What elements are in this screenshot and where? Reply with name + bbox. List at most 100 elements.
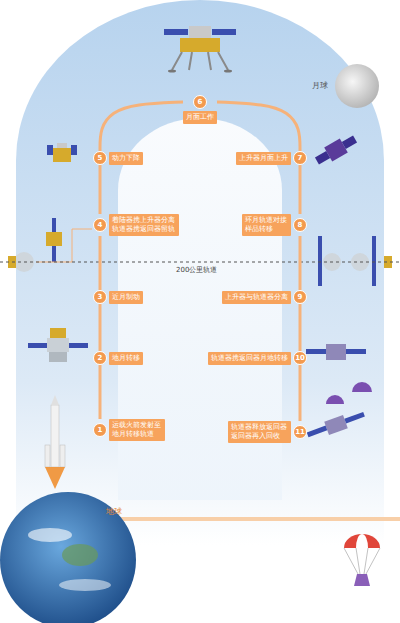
spacecraft-body: [46, 232, 62, 246]
step-label: 着陆器携上升器分离 轨道器携返回器留轨: [109, 214, 179, 236]
step-node: 3近月制动: [93, 290, 143, 304]
return-illustration: [306, 344, 366, 360]
step-node: 9上升器与轨道器分离: [222, 290, 307, 304]
solar-panel: [372, 236, 376, 286]
step-number: 4: [93, 218, 107, 232]
solar-panel: [346, 349, 366, 354]
solar-panel: [306, 349, 326, 354]
leader-bracket: [36, 229, 92, 262]
docking-illustration: [318, 236, 392, 286]
spacecraft-body: [50, 328, 66, 338]
separation-illustration: [8, 218, 92, 272]
foot-pad: [168, 70, 176, 73]
orbit-line: [0, 262, 400, 263]
transfer-illustration: [28, 328, 88, 362]
step-node: 10轨道器携返回器月地转移: [208, 351, 307, 365]
step-node: 5动力下降: [93, 151, 143, 165]
descent-illustration: [47, 143, 77, 162]
step-number: 10: [293, 351, 307, 365]
foot-pad: [224, 70, 232, 73]
lander-body: [53, 148, 71, 162]
spacecraft-body: [324, 415, 348, 435]
orbit-label: 200公里轨道: [176, 265, 217, 275]
sky-panel: [16, 0, 384, 545]
step-number: 5: [93, 151, 107, 165]
step-node: 7上升器月面上升: [236, 151, 307, 165]
step-label: 动力下降: [109, 152, 143, 165]
solar-panel: [344, 412, 365, 424]
solar-panel: [28, 343, 47, 348]
trajectory-path: [99, 304, 102, 351]
trajectory-path: [99, 236, 102, 290]
step-number: 9: [293, 290, 307, 304]
step-label: 轨道器携返回器月地转移: [208, 352, 291, 365]
step-label: 环月轨道对接 样品转移: [242, 214, 291, 236]
return-capsule: [354, 574, 370, 586]
spacecraft-body: [47, 338, 69, 352]
ascent-illustration: [313, 132, 359, 168]
cloud: [28, 528, 72, 542]
solar-panel: [69, 343, 88, 348]
solar-panel: [71, 145, 77, 155]
step-node: 6 月面工作: [183, 95, 217, 124]
lander-legs: [172, 52, 228, 70]
shroud-lines: [344, 548, 380, 574]
rocket-illustration: [45, 395, 65, 489]
rocket-nose: [51, 395, 59, 405]
solar-panel: [212, 29, 236, 35]
capsule-cover: [352, 382, 372, 392]
rocket-flame: [45, 467, 65, 489]
trajectory-path: [299, 365, 302, 421]
step-number: 8: [293, 218, 307, 232]
solar-panel: [307, 426, 328, 438]
solar-panel: [318, 236, 322, 286]
solar-panel: [315, 151, 330, 164]
trajectory-path: [299, 165, 302, 214]
step-label: 月面工作: [183, 111, 217, 124]
booster: [45, 445, 50, 467]
earth: [0, 492, 136, 623]
step-number: 2: [93, 351, 107, 365]
solar-panel: [164, 29, 188, 35]
cloud: [59, 579, 111, 591]
ascender-body: [57, 143, 67, 148]
step-number: 7: [293, 151, 307, 165]
capsule-cover: [326, 395, 344, 404]
ascender-body: [189, 26, 211, 38]
step-label: 地月转移: [109, 352, 143, 365]
solar-panel: [47, 145, 53, 155]
earth-line: [100, 517, 400, 521]
trajectory-path: [299, 236, 302, 290]
spacecraft-body: [49, 352, 67, 362]
canopy-stripe: [356, 534, 368, 548]
trajectory-path: [99, 165, 102, 214]
step-number: 6: [193, 95, 207, 109]
land: [62, 544, 98, 566]
trajectory-path: [217, 102, 300, 151]
step-node: 2地月转移: [93, 351, 143, 365]
rocket-body: [51, 405, 59, 467]
moon: [335, 64, 379, 108]
lander-body: [180, 38, 220, 52]
earth-label: 地球: [106, 506, 122, 517]
step-label: 上升器与轨道器分离: [222, 291, 291, 304]
step-node: 11轨道器释放返回器 返回器再入回收: [228, 421, 307, 443]
step-number: 1: [93, 423, 107, 437]
solar-panel: [342, 136, 357, 149]
trajectory-path: [100, 102, 183, 151]
lander-illustration: [164, 26, 236, 73]
booster: [60, 445, 65, 467]
canopy: [344, 534, 380, 548]
step-node: 1运载火箭发射至 地月转移轨道: [93, 419, 165, 441]
trajectory-path: [99, 365, 102, 419]
step-label: 轨道器释放返回器 返回器再入回收: [228, 421, 291, 443]
step-label: 上升器月面上升: [236, 152, 291, 165]
step-node: 8环月轨道对接 样品转移: [242, 214, 307, 236]
parachute-illustration: [344, 534, 380, 586]
release-illustration: [305, 382, 372, 442]
step-label: 近月制动: [109, 291, 143, 304]
moon-label: 月球: [312, 80, 328, 91]
